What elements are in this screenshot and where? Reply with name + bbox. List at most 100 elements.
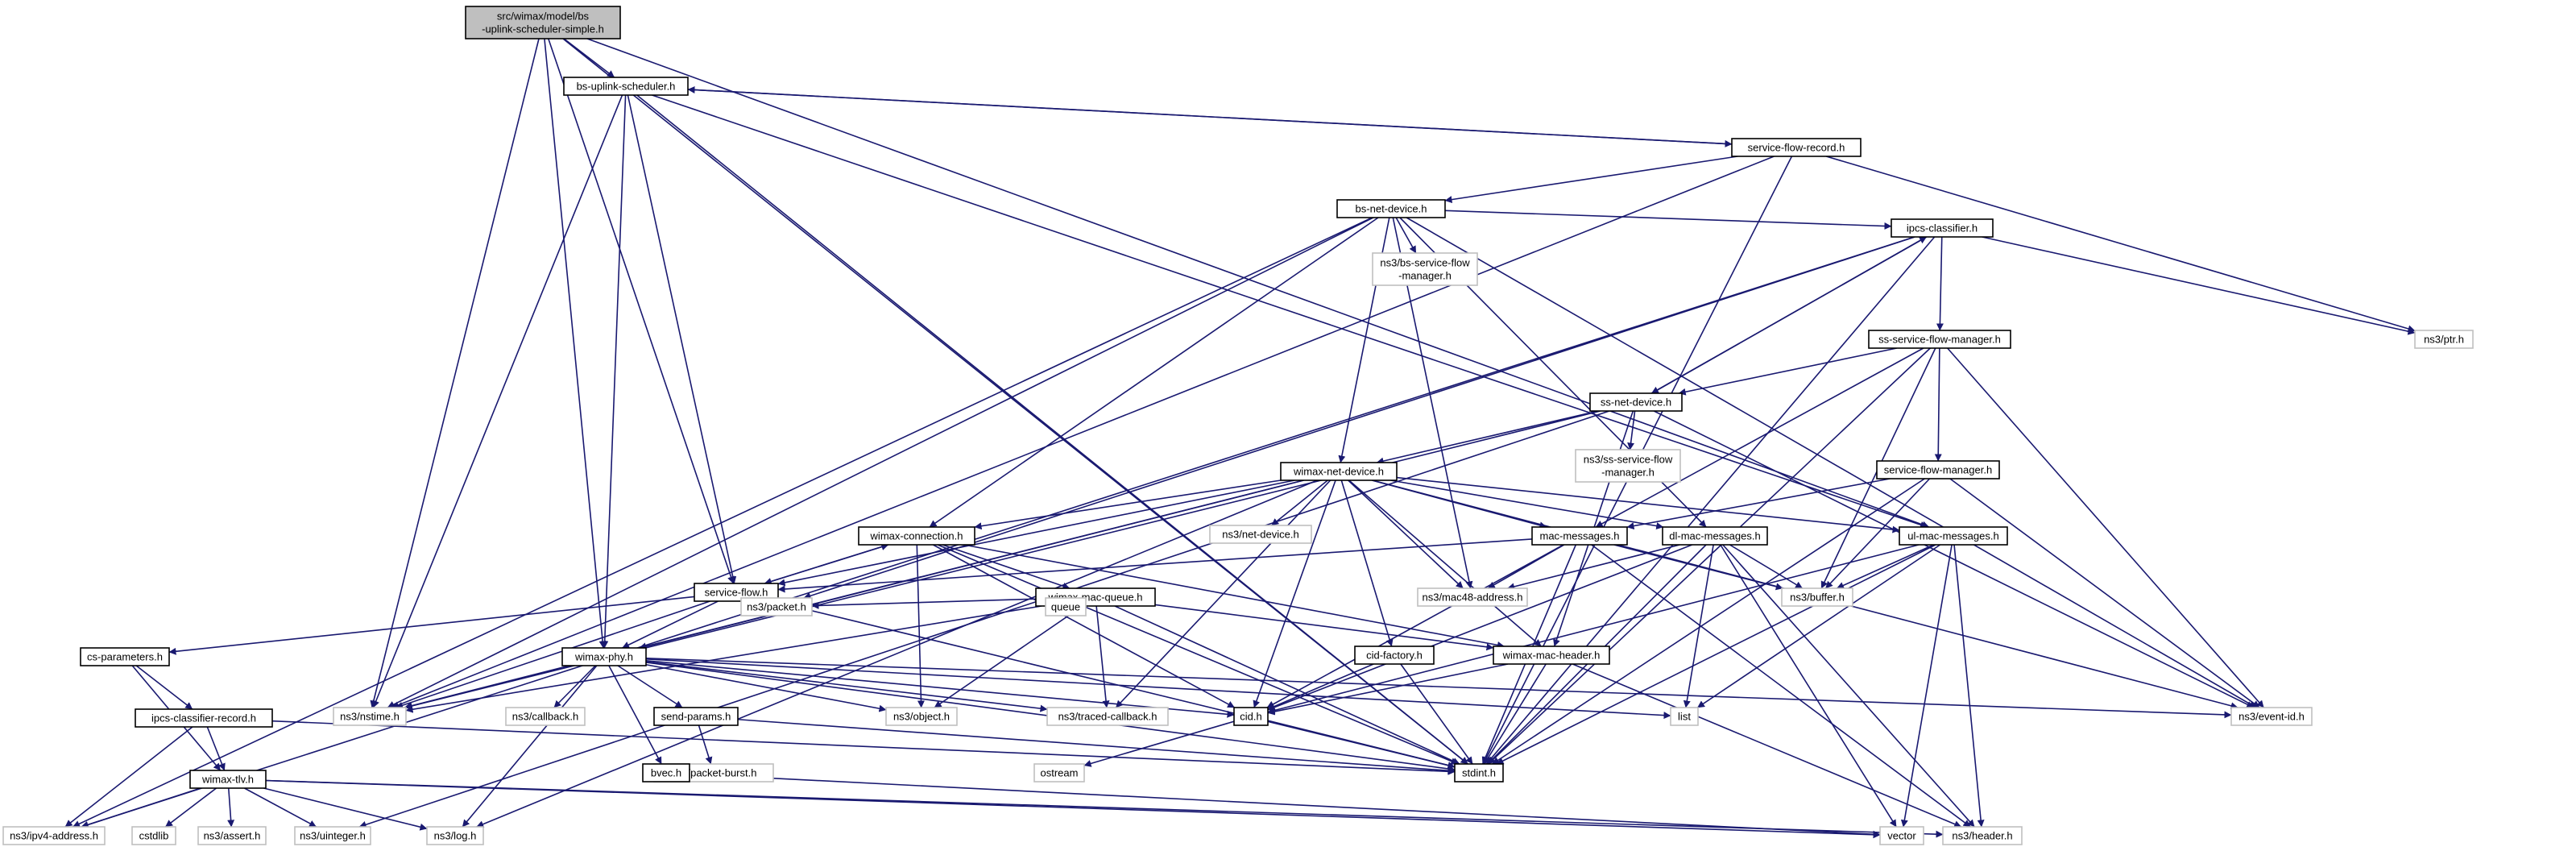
node-packet: ns3/packet.h [740, 597, 813, 616]
node-box [1589, 392, 1683, 412]
edge-service-flow-manager-to-mac-messages [1626, 478, 1891, 530]
node-wimax-mac-header[interactable]: wimax-mac-header.h [1493, 646, 1610, 665]
node-wimax-phy[interactable]: wimax-phy.h [561, 647, 647, 666]
node-label: -uplink-scheduler-simple.h [482, 23, 604, 35]
edge-ss-net-device-to-ipcs-classifier [1650, 236, 1928, 394]
node-bs-net-device[interactable]: bs-net-device.h [1336, 199, 1446, 218]
edge-mac-messages-to-service-flow [777, 538, 1533, 593]
node-cid-factory[interactable]: cid-factory.h [1354, 646, 1435, 665]
edge-ss-service-flow-manager-to-ss-net-device [1678, 347, 1897, 396]
edge-bs-uplink-scheduler-to-stdint [636, 94, 1468, 765]
edge-wimax-phy-to-traced-callback [645, 661, 1048, 712]
node-label: wimax-mac-header.h [1502, 650, 1601, 662]
node-service-flow-manager[interactable]: service-flow-manager.h [1876, 460, 2000, 479]
node-mac-messages[interactable]: mac-messages.h [1531, 526, 1628, 546]
node-root[interactable]: src/wimax/model/bs-uplink-scheduler-simp… [465, 6, 621, 39]
edge-wimax-mac-queue-to-nstime [405, 605, 1042, 713]
edge-wimax-tlv-to-uinteger [244, 787, 317, 828]
node-ss-service-flow-manager[interactable]: ss-service-flow-manager.h [1868, 330, 2011, 349]
node-wimax-net-device[interactable]: wimax-net-device.h [1280, 462, 1398, 481]
edge-bs-uplink-scheduler-to-wimax-phy [601, 94, 627, 649]
edge-ss-service-flow-manager-to-service-flow-manager [1934, 347, 1942, 462]
node-label: ns3/object.h [893, 711, 950, 723]
node-label: ns3/callback.h [512, 711, 578, 723]
node-box [333, 707, 407, 726]
node-ss-net-device[interactable]: ss-net-device.h [1589, 392, 1683, 412]
node-box [1493, 646, 1610, 665]
edge-service-flow-to-wimax-connection [764, 543, 889, 584]
edge-wimax-connection-to-wimax-mac-header [963, 544, 1505, 649]
node-box [1531, 526, 1628, 546]
node-header: ns3/header.h [1942, 826, 2023, 845]
node-box [1033, 763, 1085, 783]
edge-cid-factory-to-stdint [1400, 663, 1473, 765]
node-label: cs-parameters.h [87, 651, 163, 663]
node-label: wimax-tlv.h [201, 774, 254, 786]
node-dl-mac-messages[interactable]: dl-mac-messages.h [1662, 526, 1768, 546]
node-label: ns3/packet-burst.h [671, 767, 757, 779]
node-send-params[interactable]: send-params.h [653, 707, 739, 726]
node-label: wimax-net-device.h [1293, 466, 1384, 478]
edge-ss-net-device-to-event-id [1653, 410, 2255, 708]
edge-wimax-mac-queue-to-packet [811, 598, 1037, 609]
edge-service-flow-to-cs-parameters [168, 596, 695, 655]
node-bs-service-flow-manager: ns3/bs-service-flow-manager.h [1372, 252, 1478, 286]
edge-wimax-net-device-to-wimax-connection [974, 479, 1282, 530]
node-box [1209, 525, 1312, 544]
edge-wimax-phy-to-list [645, 658, 1671, 720]
node-ul-mac-messages[interactable]: ul-mac-messages.h [1899, 526, 2008, 546]
node-box [1781, 587, 1853, 607]
edge-bs-uplink-scheduler-to-ul-mac-messages [652, 94, 1928, 529]
edge-wimax-tlv-to-header [265, 779, 1944, 838]
edge-wimax-connection-to-stdint [937, 544, 1459, 765]
node-ipcs-classifier-record[interactable]: ipcs-classifier-record.h [135, 708, 273, 728]
edge-dl-mac-messages-to-mac48-address [1507, 544, 1680, 591]
node-box [858, 526, 975, 546]
edge-wimax-mac-queue-to-stdint [1114, 605, 1460, 765]
node-vector: vector [1879, 826, 1924, 845]
node-ipcs-classifier[interactable]: ipcs-classifier.h [1891, 218, 1994, 238]
node-wimax-connection[interactable]: wimax-connection.h [858, 526, 975, 546]
node-bvec[interactable]: bvec.h [642, 763, 690, 783]
edge-root-to-service-flow [548, 38, 735, 584]
node-wimax-tlv[interactable]: wimax-tlv.h [189, 770, 267, 789]
edge-bs-net-device-to-bs-service-flow-manager [1395, 217, 1417, 254]
node-box [740, 597, 813, 616]
node-box [1868, 330, 2011, 349]
edge-ss-net-device-to-uinteger [358, 410, 1610, 828]
node-box [1731, 138, 1862, 157]
node-label: ns3/net-device.h [1222, 529, 1298, 541]
edge-service-flow-record-to-bs-net-device [1444, 156, 1738, 204]
node-log: ns3/log.h [426, 826, 484, 845]
node-box [1417, 587, 1528, 607]
edge-wimax-net-device-to-log [476, 479, 1318, 828]
edge-service-flow-record-to-bs-uplink-scheduler [687, 85, 1733, 145]
node-stdint[interactable]: stdint.h [1454, 763, 1504, 783]
edge-mac-messages-to-buffer [1613, 544, 1783, 591]
node-cid[interactable]: cid.h [1233, 707, 1269, 726]
node-cs-parameters[interactable]: cs-parameters.h [80, 647, 170, 666]
edge-cs-parameters-to-ipcs-classifier-record [135, 665, 193, 710]
node-box [294, 826, 371, 845]
node-buffer: ns3/buffer.h [1781, 587, 1853, 607]
node-box [1899, 526, 2008, 546]
edge-wimax-connection-to-wimax-mac-queue [942, 544, 1071, 590]
node-label: ipcs-classifier.h [1907, 222, 1978, 235]
node-object: ns3/object.h [885, 707, 958, 726]
node-label: dl-mac-messages.h [1669, 530, 1760, 542]
node-label: bs-uplink-scheduler.h [577, 81, 676, 93]
node-service-flow-record[interactable]: service-flow-record.h [1731, 138, 1862, 157]
node-label: ipcs-classifier-record.h [151, 712, 256, 724]
node-bs-uplink-scheduler[interactable]: bs-uplink-scheduler.h [563, 77, 689, 96]
node-ipv4-address: ns3/ipv4-address.h [2, 826, 106, 845]
edge-wimax-mac-queue-to-object [934, 605, 1083, 708]
node-box [1372, 252, 1478, 286]
edge-wimax-mac-queue-to-traced-callback [1095, 605, 1110, 708]
edge-ul-mac-messages-to-list [1696, 544, 1941, 708]
node-callback: ns3/callback.h [505, 707, 586, 726]
node-label: bvec.h [651, 767, 681, 779]
node-box [1280, 462, 1398, 481]
edge-wimax-net-device-to-mac48-address [1348, 479, 1464, 589]
edge-wimax-net-device-to-net-device [1271, 479, 1328, 526]
node-service-flow[interactable]: service-flow.h [694, 583, 779, 602]
